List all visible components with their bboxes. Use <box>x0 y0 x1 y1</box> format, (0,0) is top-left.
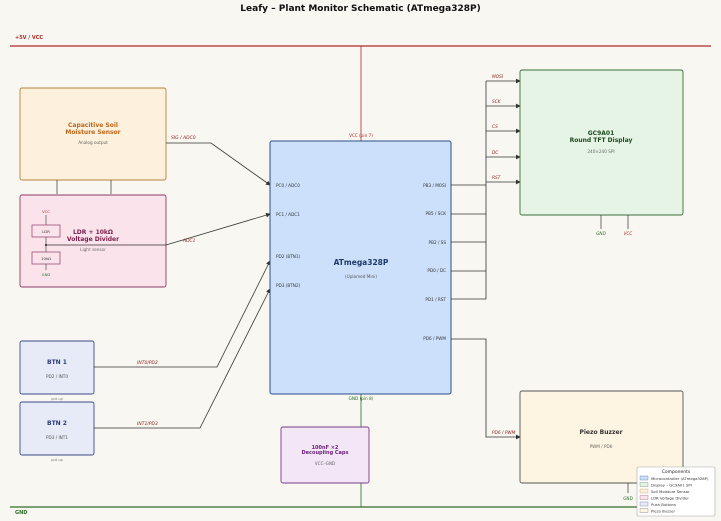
btn1-pullup-label: pull-up <box>51 397 62 401</box>
legend-label-1: Display – GC9A01 SPI <box>651 483 692 488</box>
btn2-title: BTN 2 <box>47 420 67 427</box>
buzzer-box <box>519 390 684 484</box>
signal-label-mosi: MOSI <box>492 74 504 80</box>
caps-box <box>280 426 370 484</box>
ldr-title-line2: Voltage Divider <box>67 236 119 243</box>
signal-label-rst: RST <box>492 175 501 181</box>
soil-signal-wire <box>166 142 271 186</box>
mcu-pin-pb2: PB2 / SS <box>429 240 447 245</box>
legend-label-0: Microcontroller (ATmega328P) <box>651 476 709 481</box>
display-title-line1: GC9A01 <box>588 130 615 137</box>
legend-items: Microcontroller (ATmega328P) Display – G… <box>639 475 709 514</box>
mcu-vcc-pin-label: VCC (pin 7) <box>349 133 373 138</box>
caps-title-line2: Decoupling Caps <box>302 450 349 456</box>
signal-label-dc: DC <box>492 150 498 156</box>
soil-title-line2: Moisture Sensor <box>65 129 120 136</box>
buzzer-gnd-label: GND <box>623 496 633 501</box>
legend-title: Components <box>662 469 691 475</box>
legend-swatch-0 <box>639 475 649 481</box>
btn2-pullup-label: pull-up <box>51 458 62 462</box>
display-title-line2: Round TFT Display <box>570 137 633 144</box>
btn1-subtitle: PD2 / INT0 <box>46 374 68 379</box>
display-vcc-label: VCC <box>624 231 633 236</box>
signal-label-cs: CS <box>492 124 498 130</box>
legend-swatch-1 <box>639 482 649 487</box>
buzzer-subtitle: PWM / PD6 <box>590 444 613 449</box>
caps-title-line1: 100nF ×2 <box>312 445 339 451</box>
btn1-title: BTN 1 <box>47 359 67 366</box>
legend-swatch-5 <box>639 508 649 513</box>
gnd-rail-label: GND <box>15 510 27 516</box>
mcu-pin-pb3: PB3 / MOSI <box>423 183 446 188</box>
ldr-subtitle: Light sensor <box>80 247 106 252</box>
btn2-signal-label: INT1/PD3 <box>137 421 158 427</box>
btn1-signal-wire <box>94 260 271 368</box>
soil-signal-label: SIG / ADC0 <box>171 135 196 141</box>
btn2-box <box>19 401 95 456</box>
ldr-gnd-label: GND <box>42 272 51 277</box>
legend-swatch-3 <box>639 495 649 500</box>
legend-label-2: Soil Moisture Sensor <box>651 489 690 494</box>
mcu-pin-pd3: PD3 (BTN2) <box>276 283 301 288</box>
mcu-pin-pb5: PB5 / SCK <box>426 211 447 216</box>
buzzer-signal-wire <box>451 338 521 440</box>
legend-swatch-2 <box>639 488 649 494</box>
ldr-component-label: LDR <box>42 229 50 234</box>
ldr-signal-label: ADC1 <box>182 238 196 244</box>
vcc-rail-label: +5V / VCC <box>15 35 43 41</box>
legend-box <box>636 466 716 517</box>
mcu-pin-pd6: PD6 / PWM <box>423 336 446 341</box>
legend-label-5: Piezo Buzzer <box>651 509 675 514</box>
signal-label-sck: SCK <box>492 99 502 105</box>
ldr-vcc-label: VCC <box>42 209 50 214</box>
mcu-gnd-pin-label: GND (pin 8) <box>349 396 374 401</box>
btn2-subtitle: PD3 / INT1 <box>46 435 68 440</box>
resistor-label: 10kΩ <box>41 256 51 261</box>
legend-label-4: Push Buttons <box>651 502 676 507</box>
mcu-pin-pd1: PD1 / RST <box>425 297 446 302</box>
mcu-subtitle: (Uplamed Mini) <box>345 274 377 279</box>
mcu-pin-pc1: PC1 / ADC1 <box>276 212 300 217</box>
legend-swatch-4 <box>639 501 649 507</box>
soil-sensor-box <box>19 87 167 181</box>
display-gnd-label: GND <box>596 231 606 236</box>
soil-subtitle: Analog output <box>78 140 108 145</box>
soil-title-line1: Capacitive Soil <box>68 122 118 129</box>
mcu-pin-pc0: PC0 / ADC0 <box>276 183 300 188</box>
buzzer-signal-label: PD6 / PWM <box>492 430 516 436</box>
btn1-signal-label: INT0/PD2 <box>137 360 158 366</box>
display-subtitle: 240×240 SPI <box>587 149 614 154</box>
page-title: Leafy – Plant Monitor Schematic (ATmega3… <box>240 4 480 14</box>
mcu-pin-pd0: PD0 / DC <box>427 268 446 273</box>
mcu-title: ATmega328P <box>334 258 389 267</box>
display-box <box>519 69 684 216</box>
ldr-title-line1: LDR + 10kΩ <box>73 229 113 236</box>
btn2-signal-wire <box>94 288 271 429</box>
legend-label-3: LDR Voltage Divider <box>651 496 689 501</box>
ldr-signal-wire <box>46 212 271 246</box>
caps-subtitle: VCC–GND <box>315 461 335 466</box>
buzzer-title: Piezo Buzzer <box>579 429 622 436</box>
mcu-box <box>269 140 452 395</box>
mcu-pin-pd2: PD2 (BTN1) <box>276 254 301 259</box>
btn1-box <box>19 340 95 395</box>
